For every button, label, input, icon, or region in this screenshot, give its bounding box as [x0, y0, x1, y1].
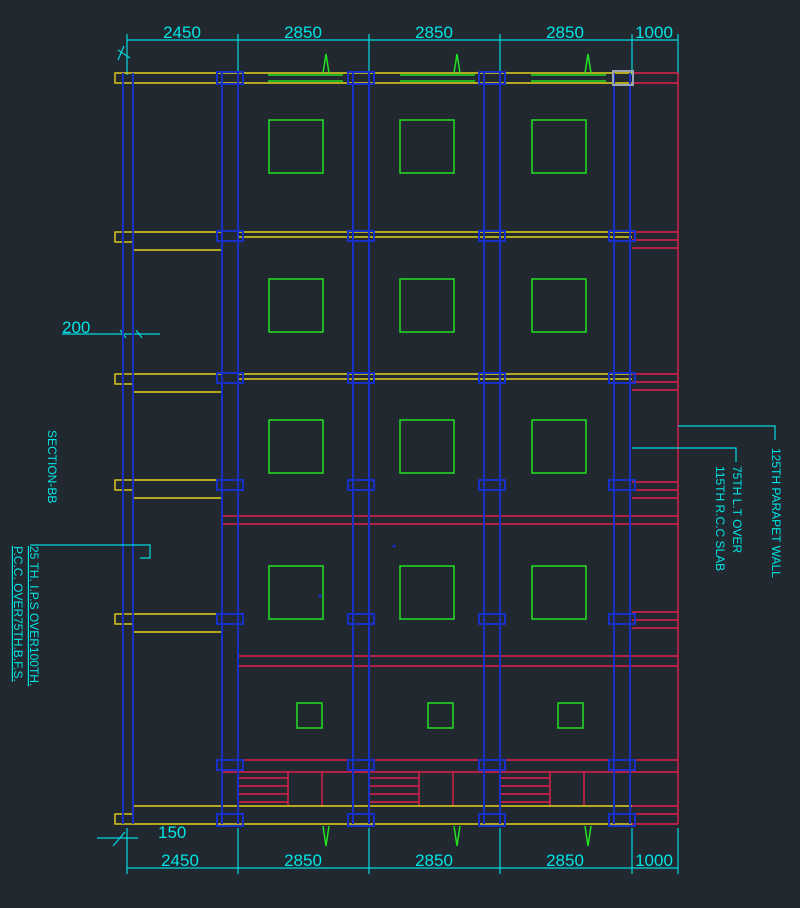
- parapet-wall: [222, 72, 679, 825]
- dim-200: 200: [62, 318, 90, 337]
- plinth-dimension: 150: [158, 823, 186, 842]
- note-slab-line1: 75TH L.T OVER: [730, 466, 744, 553]
- note-left-line2: P.C.C. OVER75TH.B.F.S.: [11, 546, 25, 682]
- wall-thickness-dimension: 200: [62, 318, 160, 339]
- top-dimension-line: [117, 34, 679, 75]
- floor-slabs: [114, 72, 632, 825]
- note-slab-line2: 115TH R.C.C SLAB: [713, 466, 727, 571]
- bottom-dim-2: 2850: [284, 851, 322, 870]
- note-left-line1: 25 TH. I.P.S OVER100TH.: [27, 546, 41, 686]
- point-marker: [392, 544, 396, 548]
- bottom-dim-1: 2450: [161, 851, 199, 870]
- dim-150: 150: [158, 823, 186, 842]
- selection-grip: [612, 70, 634, 86]
- point-marker: [318, 594, 322, 598]
- note-leaders: [30, 425, 776, 559]
- top-dim-2: 2850: [284, 23, 322, 42]
- top-dim-1: 2450: [163, 23, 201, 42]
- top-dim-4: 2850: [546, 23, 584, 42]
- top-dim-3: 2850: [415, 23, 453, 42]
- bottom-dim-3: 2850: [415, 851, 453, 870]
- section-label: SECTION-BB: [45, 430, 59, 503]
- note-parapet-wall: 125TH PARAPET WALL: [769, 448, 783, 578]
- bottom-dim-5: 1000: [635, 851, 673, 870]
- top-dimension-labels: 2450 2850 2850 2850 1000: [163, 23, 673, 42]
- walls-columns: [122, 71, 636, 827]
- windows: [268, 53, 606, 847]
- top-dim-5: 1000: [635, 23, 673, 42]
- bottom-dim-4: 2850: [546, 851, 584, 870]
- bottom-dimension-line: [97, 828, 679, 874]
- bottom-dimension-labels: 2450 2850 2850 2850 1000: [161, 851, 673, 870]
